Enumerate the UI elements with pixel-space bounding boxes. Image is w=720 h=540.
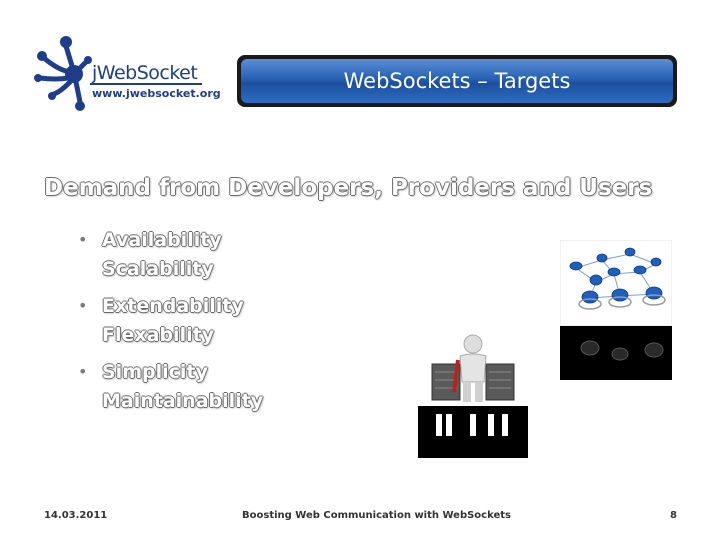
- jwebsocket-figure-logo-icon: [34, 36, 92, 111]
- bullet-line: Flexability: [102, 324, 215, 346]
- logo-underline: [90, 83, 202, 85]
- bullet-line: Extendability: [102, 295, 244, 317]
- bullet-dot: •: [78, 296, 88, 315]
- logo-name: jWebSocket: [92, 62, 198, 84]
- title-bar-inner: WebSockets – Targets: [241, 59, 673, 103]
- bullet-line: Simplicity: [102, 361, 208, 383]
- bullet-line: Maintainability: [102, 390, 264, 412]
- network-nodes-icon: [560, 240, 672, 380]
- bullet-item: • Availability Scalability: [78, 226, 263, 284]
- slide-heading: Demand from Developers, Providers and Us…: [44, 175, 653, 201]
- bullet-dot: •: [78, 230, 88, 249]
- bullet-item: • Extendability Flexability: [78, 292, 263, 350]
- title-bar: WebSockets – Targets: [237, 55, 677, 107]
- slide-title: WebSockets – Targets: [343, 69, 571, 93]
- logo-url: www.jwebsocket.org: [92, 87, 221, 100]
- footer-title: Boosting Web Communication with WebSocke…: [242, 510, 512, 521]
- developer-with-servers-icon: [418, 334, 528, 458]
- bullet-line: Availability: [102, 229, 222, 251]
- bullet-line: Scalability: [102, 258, 214, 280]
- footer-page-number: 8: [670, 510, 677, 521]
- bullet-item: • Simplicity Maintainability: [78, 358, 263, 416]
- footer-date: 14.03.2011: [44, 510, 108, 521]
- bullet-list: • Availability Scalability • Extendabili…: [78, 226, 263, 424]
- bullet-dot: •: [78, 362, 88, 381]
